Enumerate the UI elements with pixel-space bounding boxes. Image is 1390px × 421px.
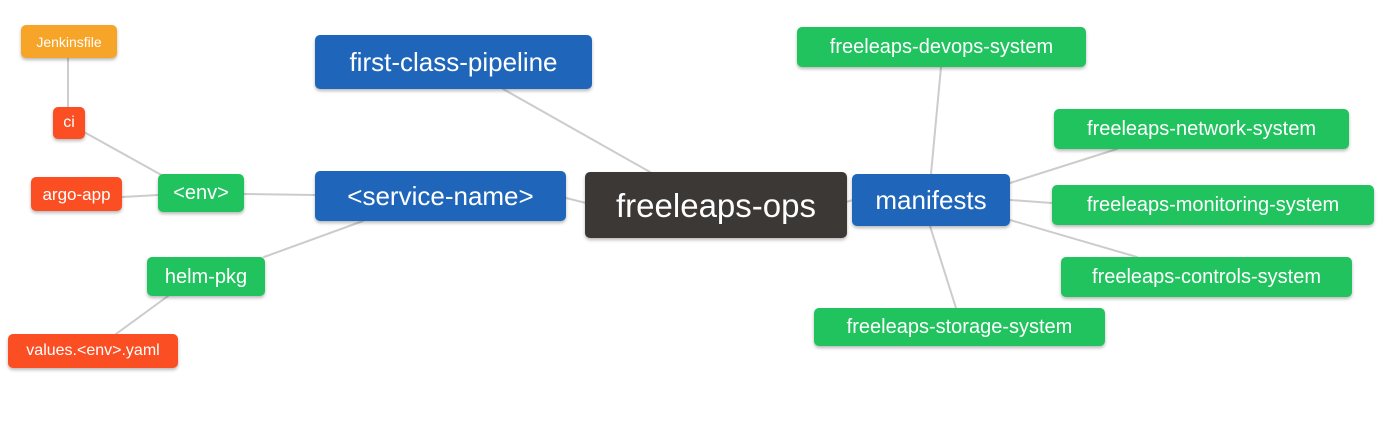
mindmap-node-freeleaps-ops[interactable]: freeleaps-ops bbox=[585, 172, 847, 238]
mindmap-node-first-class-pipeline[interactable]: first-class-pipeline bbox=[315, 35, 592, 89]
mindmap-node-network-system[interactable]: freeleaps-network-system bbox=[1054, 109, 1349, 149]
edge-manifests-controls-system bbox=[1009, 219, 1138, 258]
edge-manifests-storage-system bbox=[929, 225, 957, 309]
mindmap-node-env[interactable]: <env> bbox=[158, 174, 244, 212]
mindmap-node-argo-app[interactable]: argo-app bbox=[31, 177, 122, 211]
edge-manifests-devops-system bbox=[930, 66, 942, 175]
edge-ci-env bbox=[83, 131, 166, 178]
edge-first-class-pipeline-freeleaps-ops bbox=[502, 88, 651, 173]
edge-manifests-network-system bbox=[1009, 148, 1118, 184]
mindmap-node-controls-system[interactable]: freeleaps-controls-system bbox=[1061, 257, 1352, 297]
edge-env-service-name bbox=[243, 193, 316, 196]
mindmap-node-manifests[interactable]: manifests bbox=[852, 174, 1010, 226]
mindmap-node-helm-pkg[interactable]: helm-pkg bbox=[147, 257, 265, 296]
edge-service-name-freeleaps-ops bbox=[565, 197, 587, 204]
mindmap-node-values-env-yaml[interactable]: values.<env>.yaml bbox=[8, 334, 178, 368]
edge-freeleaps-ops-manifests bbox=[845, 199, 854, 203]
mindmap-node-storage-system[interactable]: freeleaps-storage-system bbox=[814, 308, 1105, 346]
mindmap-node-jenkinsfile[interactable]: Jenkinsfile bbox=[21, 25, 117, 58]
mindmap-node-monitoring-system[interactable]: freeleaps-monitoring-system bbox=[1052, 185, 1374, 225]
mindmap-node-service-name[interactable]: <service-name> bbox=[315, 171, 566, 221]
edge-manifests-monitoring-system bbox=[1009, 199, 1053, 204]
mindmap-node-ci[interactable]: ci bbox=[53, 107, 85, 139]
edge-values-env-yaml-helm-pkg bbox=[115, 295, 169, 335]
edge-argo-app-env bbox=[121, 194, 159, 198]
mindmap-node-devops-system[interactable]: freeleaps-devops-system bbox=[797, 27, 1086, 67]
edge-helm-pkg-service-name bbox=[263, 220, 364, 258]
